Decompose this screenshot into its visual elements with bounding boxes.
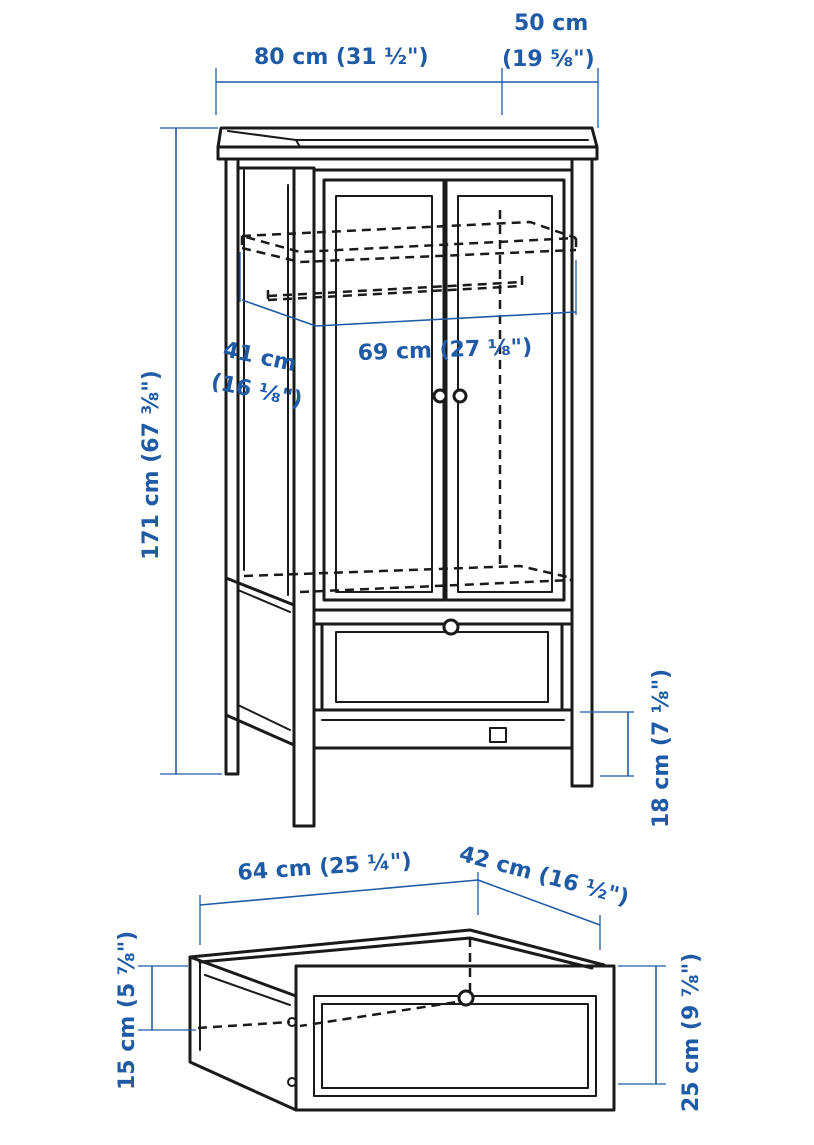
wardrobe-drawing	[216, 126, 599, 828]
drawer-width-label: 64 cm (25 ¼")	[237, 849, 413, 886]
door-knob-left	[432, 388, 448, 404]
total-height-label: 171 cm (67 ⅜")	[139, 370, 164, 560]
right-front-post	[570, 157, 594, 788]
left-front-post	[292, 166, 316, 828]
drawer-knob	[457, 989, 475, 1007]
top-width-label: 80 cm (31 ½")	[254, 45, 429, 70]
drawer-front-height-label: 25 cm (9 ⅞")	[679, 953, 704, 1112]
left-door	[322, 178, 446, 602]
dimension-lines	[138, 68, 666, 1085]
drawer-front	[294, 964, 616, 1112]
left-back-post	[224, 157, 240, 776]
drawer-drawing	[188, 928, 616, 1112]
drawer-depth-label: 42 cm (16 ½")	[456, 842, 631, 911]
top-depth-label-cm: 50 cm	[514, 11, 588, 36]
top-depth-label-in: (19 ⅝")	[502, 47, 595, 72]
drawer-inner-height-label: 15 cm (5 ⅞")	[115, 931, 140, 1090]
wardrobe-drawer-knob	[442, 618, 460, 636]
door-knob-right	[452, 388, 468, 404]
right-door	[444, 178, 566, 602]
inner-depth-label-cm: 41 cm	[221, 337, 299, 377]
inner-width-label: 69 cm (27 ⅛")	[357, 335, 532, 366]
leg-height-label: 18 cm (7 ⅛")	[649, 669, 674, 828]
hidden-shelf	[240, 220, 578, 264]
hanging-rail	[266, 276, 524, 302]
wardrobe-drawer	[320, 622, 564, 712]
